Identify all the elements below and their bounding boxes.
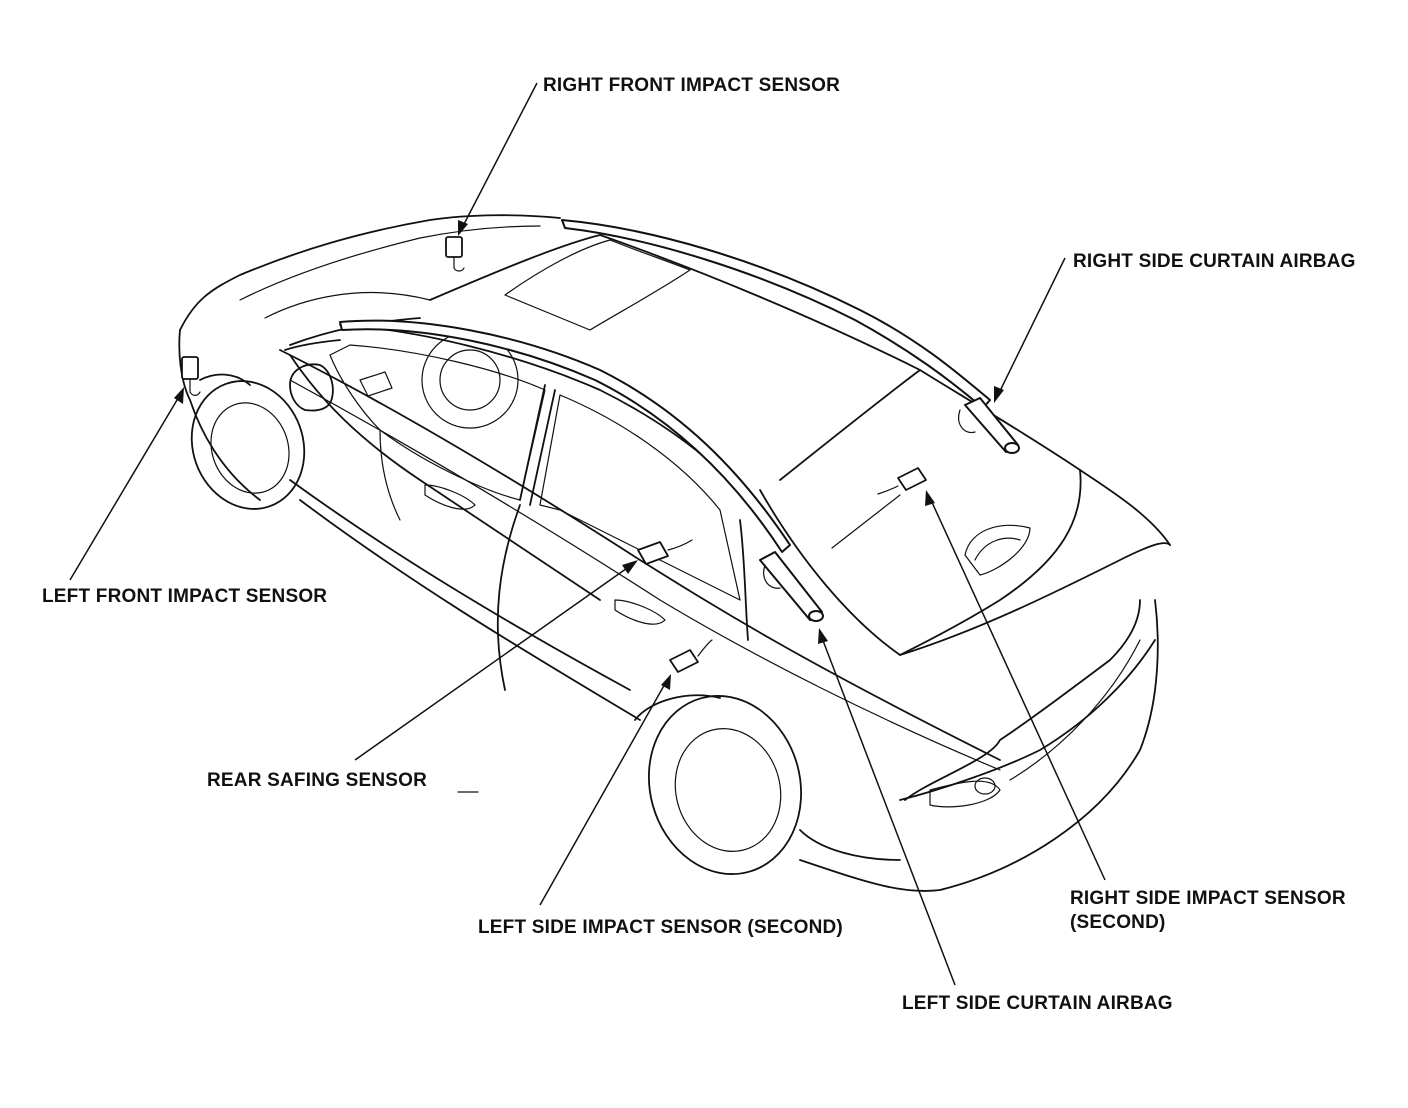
left-side-curtain-airbag-shape [339, 319, 824, 622]
label-left-side-curtain-airbag: LEFT SIDE CURTAIN AIRBAG [902, 993, 1173, 1014]
label-left-front-impact-sensor: LEFT FRONT IMPACT SENSOR [42, 586, 327, 607]
right-front-impact-sensor-part [445, 236, 465, 272]
label-rear-safing-sensor: REAR SAFING SENSOR [207, 770, 427, 791]
label-right-side-impact-sensor-second-line2: (SECOND) [1070, 912, 1166, 933]
label-right-side-impact-sensor-second-line1: RIGHT SIDE IMPACT SENSOR [1070, 888, 1346, 909]
car-body [178, 214, 1171, 892]
right-side-curtain-airbag-shape [561, 219, 1020, 454]
left-front-impact-sensor-part [181, 356, 201, 396]
label-right-front-impact-sensor: RIGHT FRONT IMPACT SENSOR [543, 75, 840, 96]
left-side-impact-sensor-second-part [669, 639, 713, 673]
rear-safing-sensor-part [637, 539, 693, 565]
label-right-side-curtain-airbag: RIGHT SIDE CURTAIN AIRBAG [1073, 251, 1356, 272]
leader-lines [69, 82, 1106, 986]
label-left-side-impact-sensor-second: LEFT SIDE IMPACT SENSOR (SECOND) [478, 917, 843, 938]
right-side-impact-sensor-second-part [831, 467, 927, 549]
